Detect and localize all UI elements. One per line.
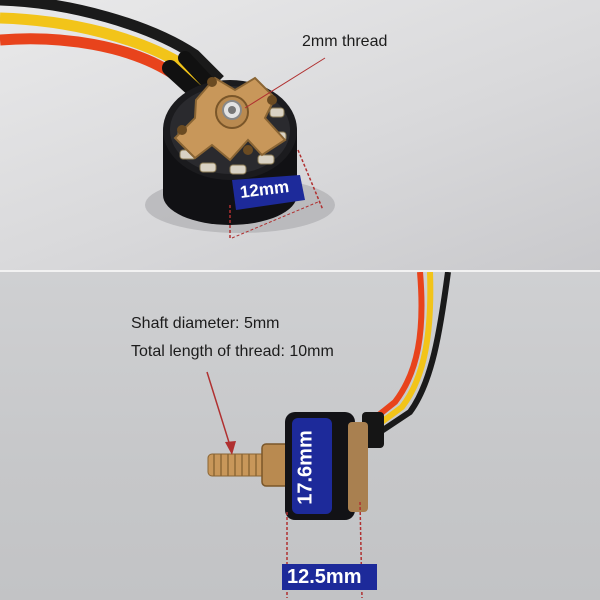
length-dimension-label: 12.5mm (287, 566, 362, 588)
bottom-photo-panel: Shaft diameter: 5mm Total length of thre… (0, 272, 600, 600)
thread-callout-label: 2mm thread (302, 33, 388, 50)
thread-length-label: Total length of thread: 10mm (131, 343, 334, 360)
motor-top-view (0, 0, 335, 240)
top-photo-panel: 2mm thread 12mm (0, 0, 600, 272)
shaft-diameter-label: Shaft diameter: 5mm (131, 315, 280, 332)
height-dimension-label: 17.6mm (294, 430, 317, 505)
motor-side-view (206, 272, 451, 599)
